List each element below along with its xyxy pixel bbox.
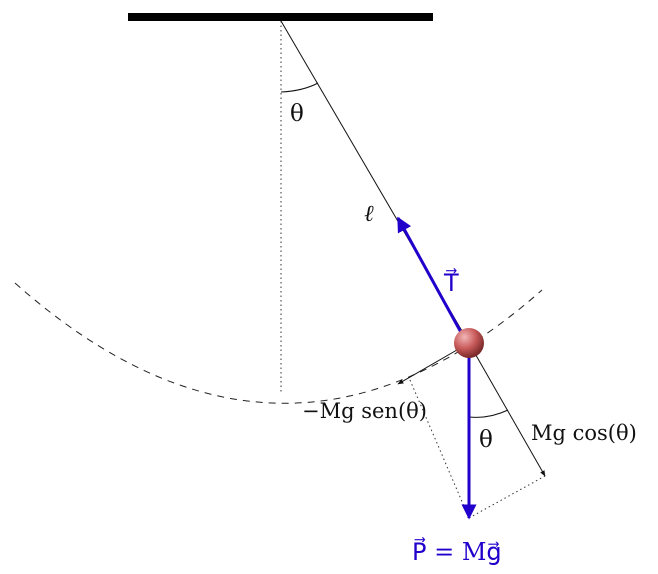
tangential-force-label: −Mg sen(θ) — [302, 399, 427, 423]
tension-vector — [396, 216, 465, 337]
bottom-angle-arc — [468, 409, 509, 418]
radial-force-label: Mg cos(θ) — [531, 421, 637, 445]
top-angle-arc — [280, 82, 319, 93]
decomposition-line-right — [468, 475, 546, 519]
theta-bottom-label: θ — [479, 427, 493, 453]
radial-component-vector — [468, 342, 546, 477]
tension-label: T⃗ — [443, 268, 459, 297]
ceiling-bar — [128, 13, 433, 21]
pendulum-bob — [454, 328, 484, 358]
length-label: ℓ — [364, 201, 374, 227]
theta-top-label: θ — [290, 101, 304, 127]
weight-label: P⃗ = Mg⃗ — [412, 537, 502, 566]
